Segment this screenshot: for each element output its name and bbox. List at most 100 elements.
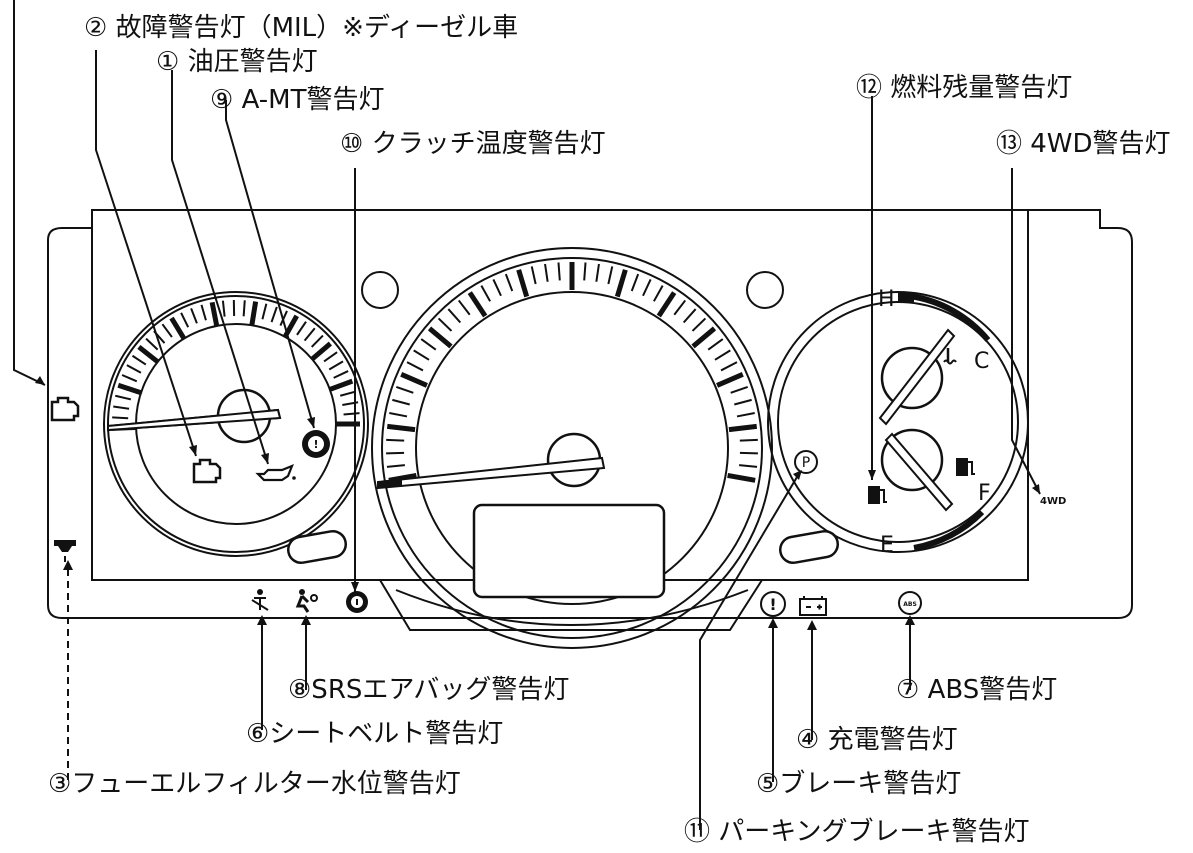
gauge-tick — [439, 318, 452, 331]
gauge-tick — [329, 361, 343, 369]
gauge-tick — [608, 266, 612, 284]
gauge-tick — [127, 365, 141, 373]
fuel-pump-icon-right — [956, 458, 975, 476]
coolant-temp-icon — [944, 348, 956, 364]
label-oil-pressure: ① 油圧警告灯 — [156, 47, 318, 77]
gauge-tick — [693, 318, 706, 331]
gauge-tick — [481, 286, 490, 302]
parking-brake-icon: P — [795, 451, 817, 473]
gauge-tick — [386, 453, 404, 454]
gauge-tick — [387, 465, 405, 467]
gauge-tick — [545, 264, 548, 282]
gauge-tick — [414, 350, 429, 359]
seatbelt-icon — [252, 589, 268, 610]
gauge-tick — [407, 362, 423, 370]
gauge-tick — [389, 413, 407, 416]
gauge-tick — [708, 339, 723, 350]
svg-text:!: ! — [769, 595, 776, 614]
gauge-tick — [312, 344, 330, 360]
gauge-tick — [297, 322, 306, 335]
gauge-tick — [330, 381, 353, 389]
engine-icon-left-side — [52, 398, 78, 420]
gauge-tick — [115, 396, 131, 400]
gauge-tick — [312, 336, 323, 347]
odometer-display — [474, 505, 664, 597]
gauge-tick — [191, 308, 197, 323]
gauge-tick — [731, 387, 748, 393]
gauge-tick — [201, 305, 205, 320]
gauge-tick — [470, 293, 485, 316]
gauge-tick — [118, 385, 141, 393]
gauge-tick — [740, 440, 758, 441]
engine-check-icon — [194, 460, 220, 482]
gauge-tick — [396, 387, 413, 393]
gauge-tick — [244, 300, 245, 316]
gauge-tick — [717, 374, 743, 385]
gauge-tick — [139, 347, 158, 362]
gauge-tick — [334, 371, 348, 378]
gauge-tick — [386, 440, 404, 441]
fuel-pump-icon-low — [868, 486, 887, 504]
gauge-tick — [739, 465, 757, 467]
brake-warning-icon: ! — [761, 592, 785, 616]
trip-knob-left — [286, 529, 348, 565]
label-fuel-filter-water: ③フューエルフィルター水位警告灯 — [48, 769, 461, 799]
gauge-tick — [448, 309, 460, 322]
label-clutch-temp: ⑩ クラッチ温度警告灯 — [340, 129, 606, 159]
gauge-tick — [734, 400, 751, 405]
gauge-tick — [181, 313, 188, 327]
gauge-tick — [740, 453, 758, 454]
gauge-tick — [212, 302, 217, 326]
gauge-tick — [122, 375, 137, 381]
gauge-tick — [654, 286, 663, 302]
abs-warning-icon: ABS — [899, 592, 921, 614]
gauge-tick — [344, 413, 360, 414]
gauge-tick — [728, 475, 756, 480]
tachometer — [104, 292, 368, 556]
gauge-tick — [340, 392, 355, 396]
gauge-tick — [430, 328, 451, 346]
gauge-tick — [632, 274, 638, 291]
label-abs: ⑦ ABS警告灯 — [896, 675, 1057, 705]
gauge-tick — [223, 301, 225, 317]
gauge-tick — [162, 324, 171, 337]
temp-hot-mark: H — [878, 287, 895, 312]
label-charge: ④ 充電警告灯 — [796, 725, 958, 755]
srs-airbag-icon — [298, 589, 317, 612]
label-seatbelt: ⑥シートベルト警告灯 — [246, 719, 503, 749]
gauge-tick — [584, 262, 585, 280]
gauge-tick — [392, 400, 409, 405]
speedometer — [372, 248, 772, 648]
fuel-filter-water-icon — [54, 540, 76, 562]
gauge-tick — [506, 274, 512, 291]
gauge-tick — [112, 417, 128, 418]
gauge-tick — [674, 300, 685, 314]
gauge-tick — [113, 407, 129, 409]
gauge-tick — [721, 362, 737, 370]
gauge-tick — [459, 300, 470, 314]
gauge-tick — [493, 279, 501, 295]
label-4wd: ⑬ 4WD警告灯 — [996, 129, 1171, 159]
svg-text:ABS: ABS — [903, 601, 917, 608]
gauge-tick — [532, 266, 536, 284]
svg-text:P: P — [802, 455, 810, 471]
gauge-tick — [519, 270, 527, 297]
gauge-tick — [693, 328, 714, 346]
gauge-tick — [324, 352, 337, 361]
label-mil: ② 故障警告灯（MIL）※ディーゼル車 — [84, 13, 518, 43]
fuel-temp-gauge — [768, 292, 1028, 552]
temp-cold-mark: C — [974, 349, 989, 374]
gauge-tick — [558, 262, 559, 280]
leader-line-cropped — [14, 0, 45, 385]
label-fuel-level: ⑫ 燃料残量警告灯 — [856, 73, 1072, 103]
fuel-empty-mark: E — [880, 533, 894, 558]
clutch-temp-icon — [346, 591, 368, 613]
gauge-tick — [132, 356, 145, 365]
oil-can-icon — [258, 466, 296, 480]
svg-text:!: ! — [313, 438, 318, 451]
gauge-tick — [146, 339, 158, 350]
gauge-tick — [643, 279, 651, 295]
gauge-tick — [596, 264, 599, 282]
